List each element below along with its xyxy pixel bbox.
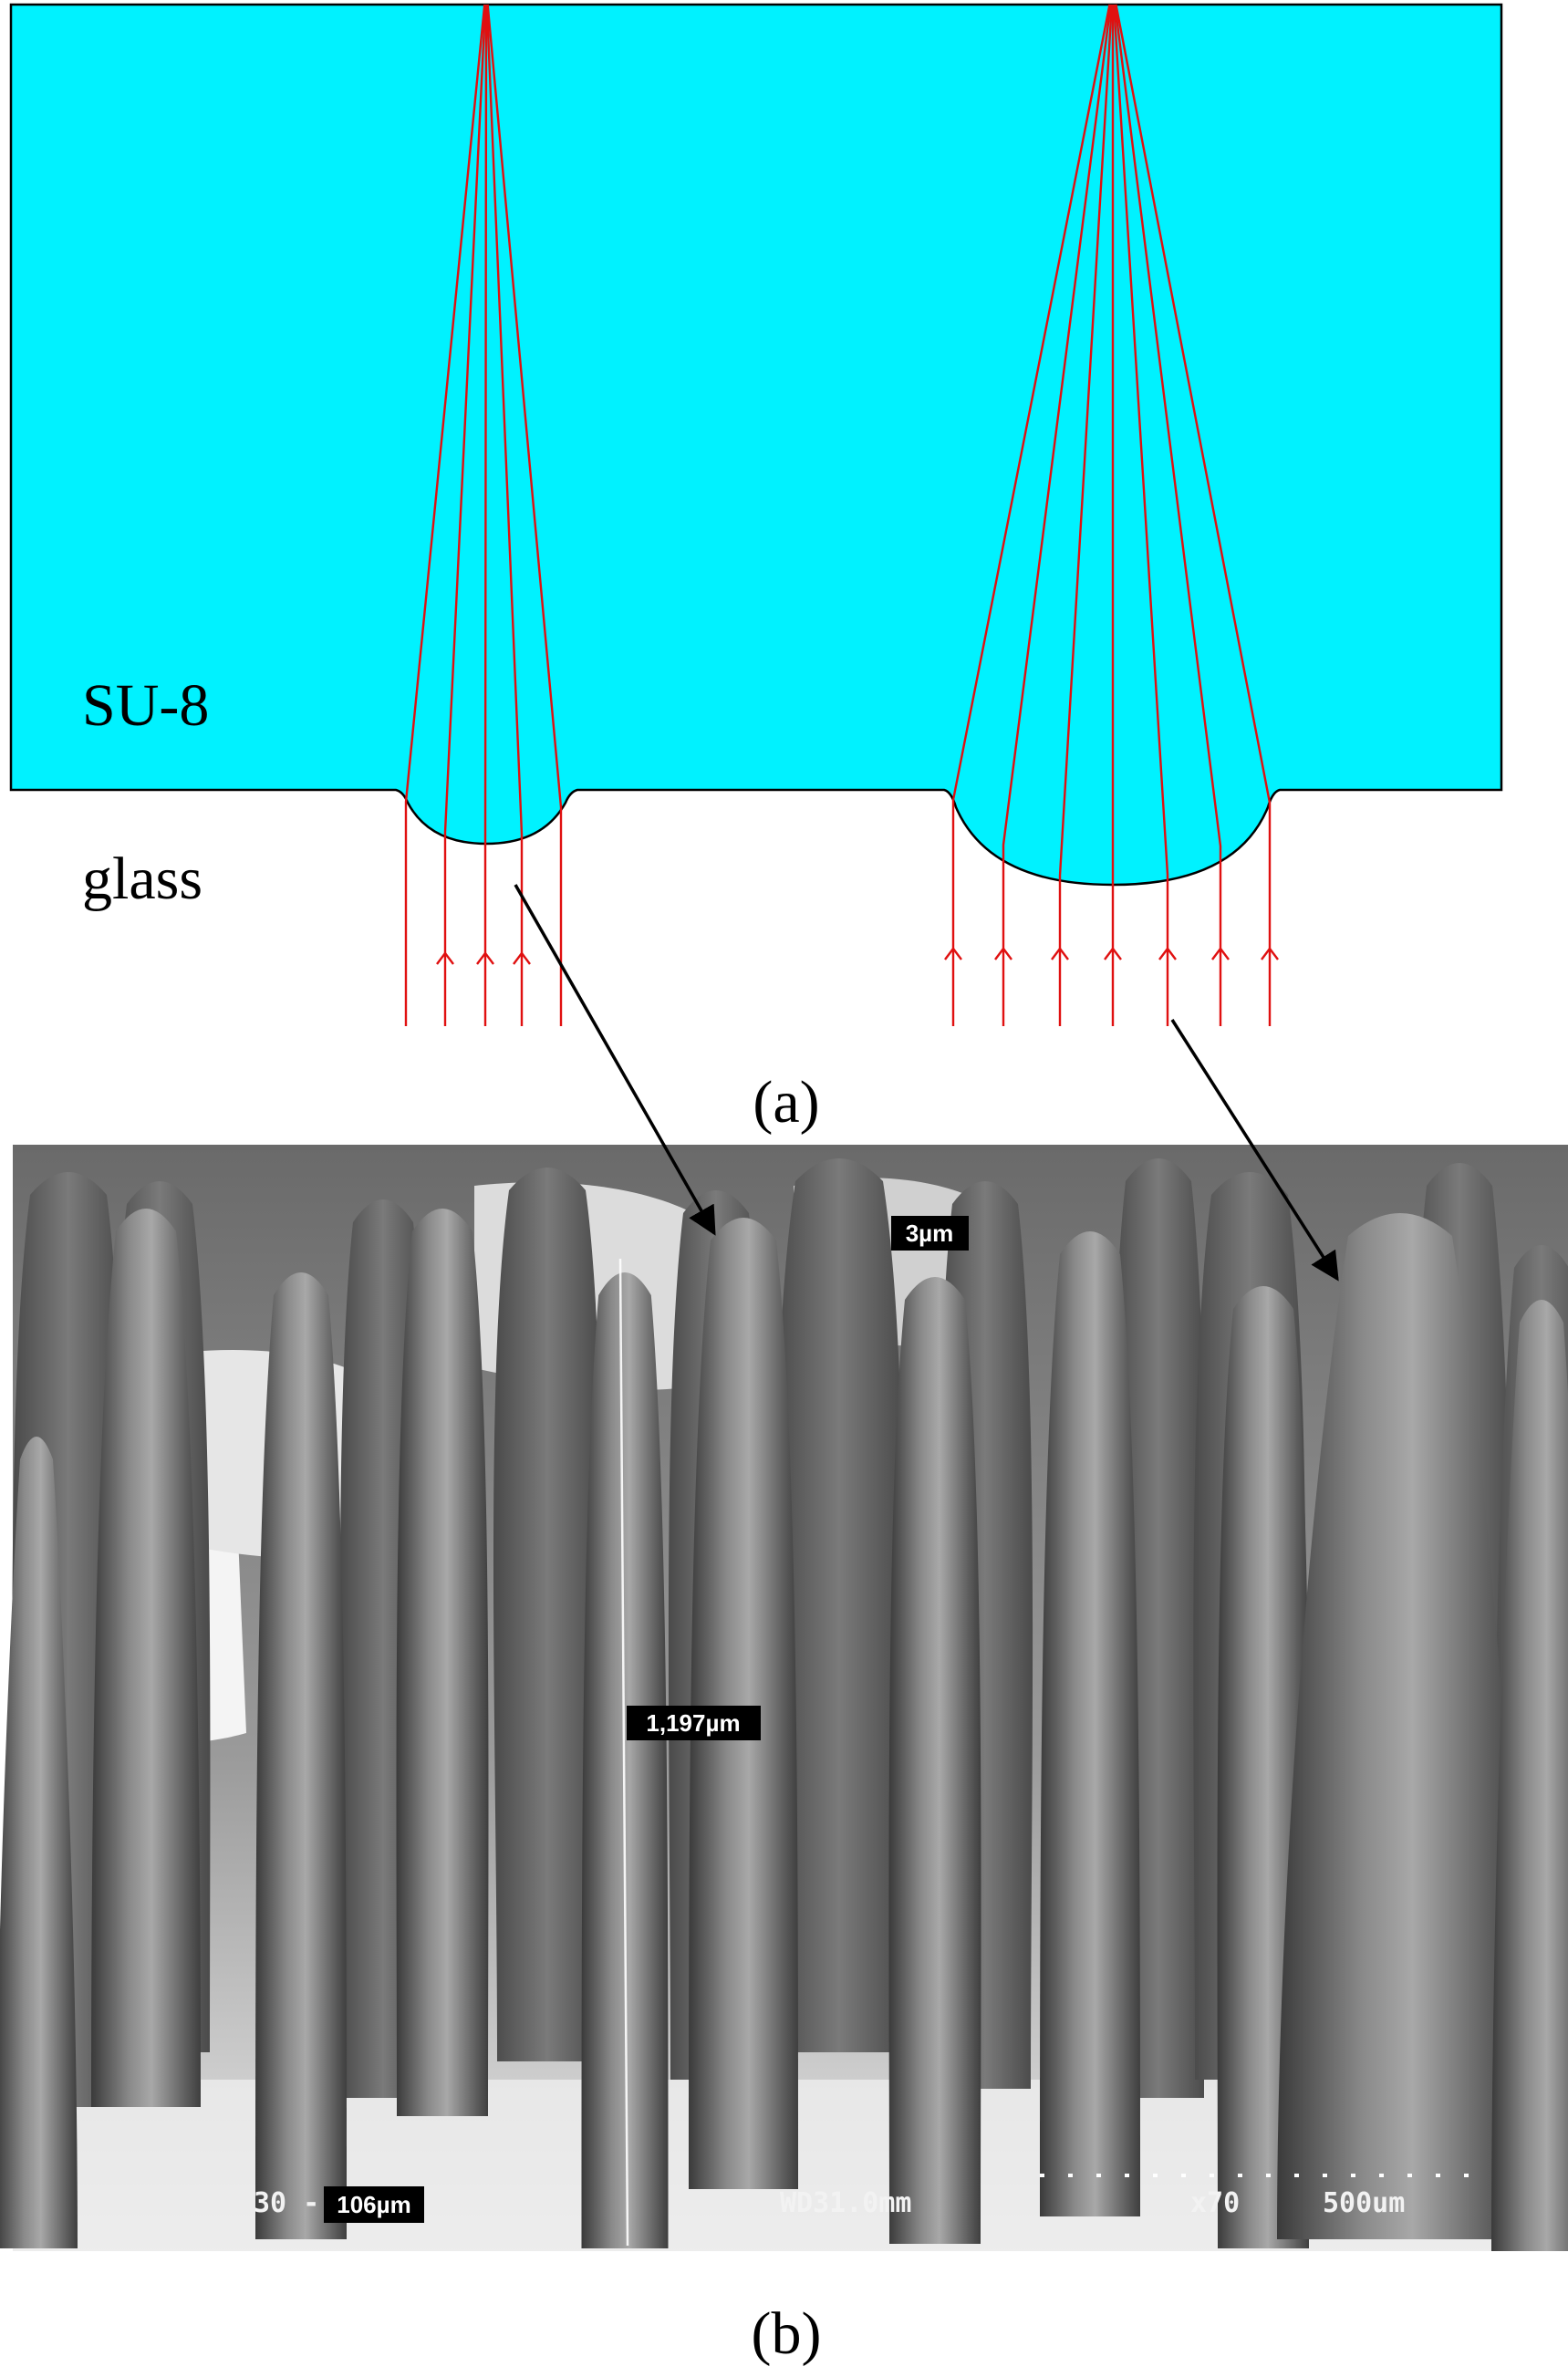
light-ray <box>1115 4 1272 1026</box>
microneedle <box>1491 1300 1568 2251</box>
base-width-label: 106µm <box>324 2186 424 2223</box>
light-ray <box>443 4 487 1026</box>
microneedle <box>91 1209 201 2107</box>
ray-arrow-icon <box>1104 947 1122 960</box>
microneedle <box>0 1437 78 2248</box>
svg-text:106µm: 106µm <box>337 2191 410 2218</box>
svg-text:3µm: 3µm <box>906 1220 954 1247</box>
microneedle <box>1277 1213 1523 2239</box>
microneedle <box>774 1158 905 2052</box>
ray-arrow-icon <box>1158 947 1177 960</box>
light-ray <box>404 4 486 1026</box>
light-ray <box>1113 4 1169 1026</box>
svg-text:1,197µm: 1,197µm <box>646 1709 740 1737</box>
tip-width-label: 3µm <box>891 1216 969 1251</box>
light-ray <box>485 4 524 1026</box>
microneedles-foreground <box>0 1209 1568 2251</box>
sem-info-bar: 30 - 106µm WD31.0mm x70 500um <box>254 2174 1478 2223</box>
ray-arrow-icon <box>1211 947 1230 960</box>
ray-arrow-icon <box>944 947 962 960</box>
su8-layer <box>9 3 1503 887</box>
sem-image: 3µm 1,197µm 30 - 106µm WD31.0mm x70 500u… <box>0 1145 1568 2251</box>
caption-a: (a) <box>753 1069 819 1136</box>
light-ray <box>951 4 1111 1026</box>
light-rays-left-lens <box>404 4 563 1026</box>
arrow-left-lens-to-needle <box>514 884 716 1236</box>
microneedle <box>1040 1231 1140 2216</box>
ray-arrow-icon <box>513 951 531 965</box>
panel-a: SU-8 glass (a) <box>9 3 1503 1136</box>
height-label: 1,197µm <box>627 1706 761 1740</box>
light-ray <box>486 4 563 1026</box>
light-rays-right-lens <box>944 4 1279 1026</box>
caption-b: (b) <box>752 2300 822 2367</box>
ray-arrow-icon <box>436 951 454 965</box>
microneedle <box>255 1272 347 2239</box>
light-ray <box>1114 4 1222 1026</box>
microneedle <box>689 1218 798 2189</box>
ray-arrow-icon <box>1051 947 1069 960</box>
sem-voltage: 30 - <box>254 2187 319 2219</box>
microneedle <box>493 1168 602 2061</box>
light-ray <box>1002 4 1112 1026</box>
light-ray <box>1058 4 1114 1026</box>
microneedle <box>396 1209 489 2116</box>
su8-label: SU-8 <box>82 672 209 739</box>
light-ray <box>483 4 488 1026</box>
height-measurement-line <box>618 1258 629 2247</box>
arrow-right-lens-to-needle <box>1170 1019 1339 1282</box>
sem-magnification: x70 <box>1190 2187 1240 2219</box>
ray-arrow-icon <box>994 947 1012 960</box>
ray-arrow-icon <box>476 951 494 965</box>
sem-scale: 500um <box>1323 2187 1405 2219</box>
ray-arrow-icon <box>1261 947 1279 960</box>
sem-working-distance: WD31.0mm <box>780 2187 912 2219</box>
microneedle <box>888 1277 981 2244</box>
glass-label: glass <box>82 846 202 912</box>
